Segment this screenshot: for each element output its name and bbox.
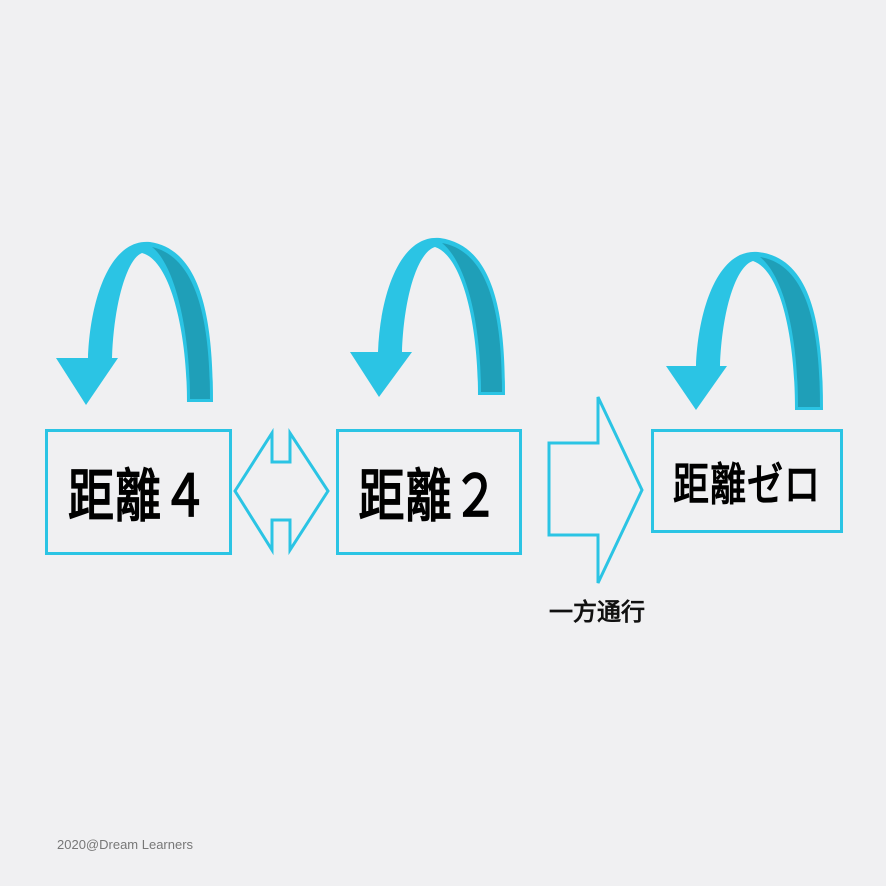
node-distance-2: 距離２ (336, 429, 522, 555)
node-distance-4: 距離４ (45, 429, 232, 555)
node-label: 距離４ (68, 462, 209, 530)
curved-arrow-icon (350, 237, 505, 397)
curved-arrow-icon (56, 241, 213, 405)
right-arrow-icon (547, 396, 644, 584)
node-label: 距離ゼロ (672, 459, 821, 511)
one-way-label: 一方通行 (549, 598, 645, 626)
double-arrow-icon (233, 427, 330, 556)
footer-credit: 2020@Dream Learners (57, 837, 194, 852)
node-distance-zero: 距離ゼロ (651, 429, 843, 533)
node-label: 距離２ (358, 462, 500, 530)
curved-arrow-icon (666, 251, 823, 410)
